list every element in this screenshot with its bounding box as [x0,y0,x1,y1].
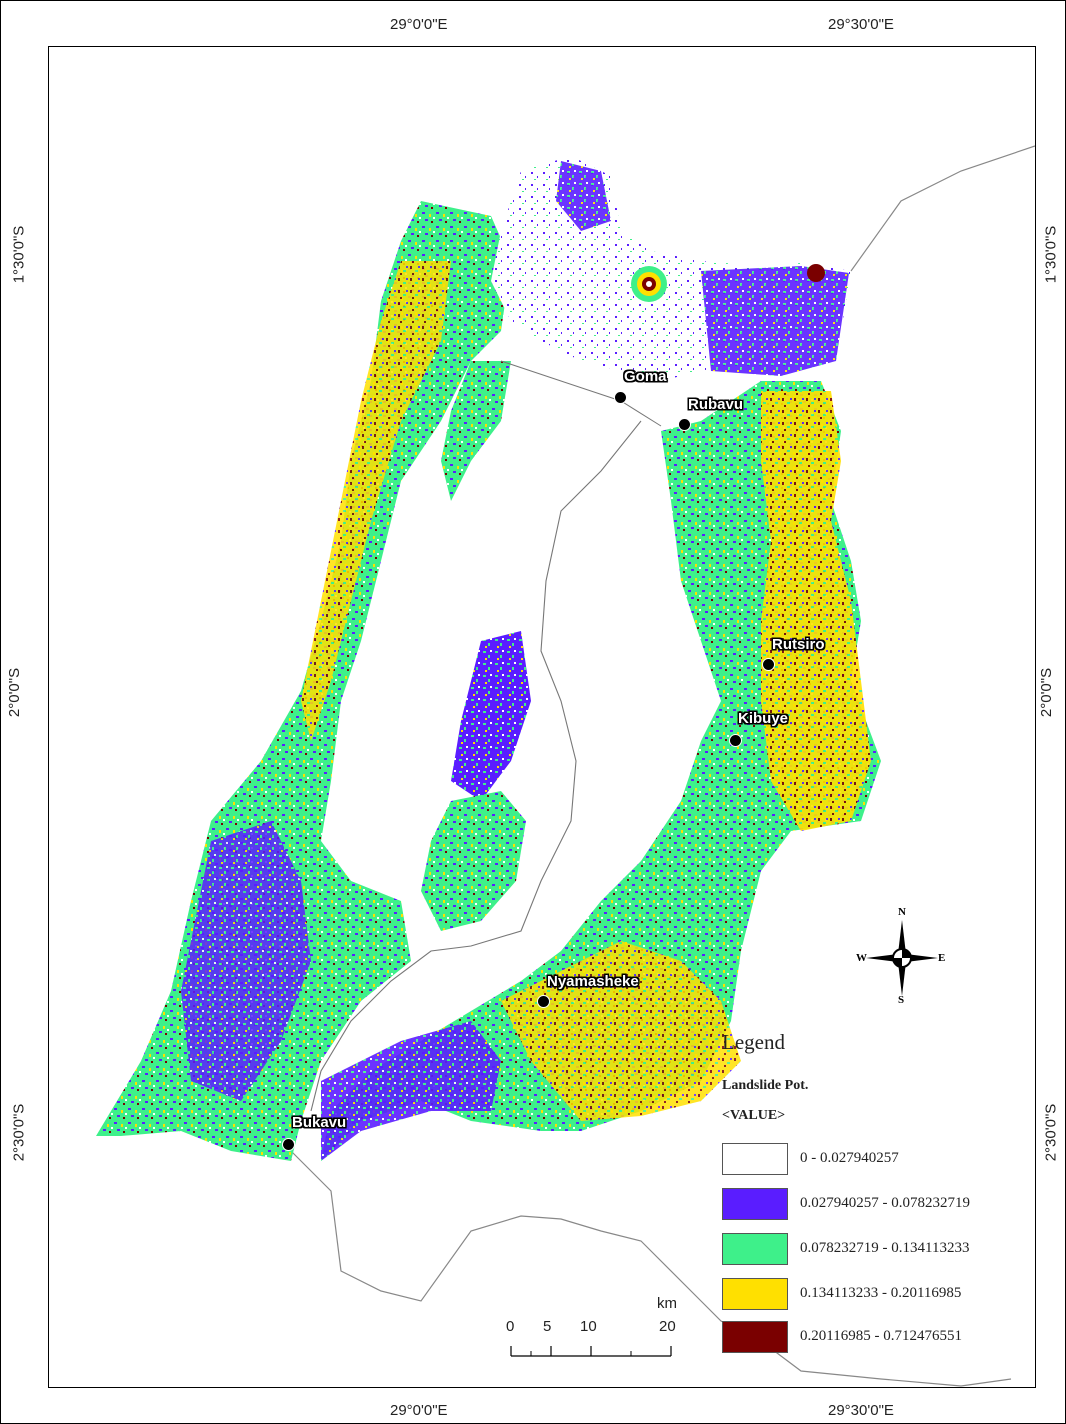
legend-label-5: 0.20116985 - 0.712476551 [800,1328,962,1344]
scale-tick-20: 20 [659,1318,676,1335]
city-dot-rutsiro [762,658,775,671]
graticule-right-2: 2°0'0"S [1038,667,1056,718]
graticule-left-2: 2°0'0"S [6,667,24,718]
legend-label-3: 0.078232719 - 0.134113233 [800,1240,970,1256]
graticule-right-1: 1°30'0"S [1042,225,1060,284]
legend-swatch-5 [722,1321,788,1353]
legend-label-1: 0 - 0.027940257 [800,1150,899,1166]
graticule-left-1: 1°30'0"S [10,225,28,284]
legend-swatch-1 [722,1143,788,1175]
city-dot-kibuye [729,734,742,747]
legend-swatch-4 [722,1278,788,1310]
scale-bar-graphic [510,1346,672,1357]
city-label-bukavu: Bukavu [292,1114,347,1131]
north-arrow: N S E W [856,906,948,1006]
city-dot-goma [614,391,627,404]
graticule-top-2: 29°30'0"E [828,16,894,33]
city-label-kibuye: Kibuye [738,710,789,727]
graticule-top-1: 29°0'0"E [390,16,448,33]
city-label-rutsiro: Rutsiro [772,636,825,653]
legend-swatch-2 [722,1188,788,1220]
scale-unit: km [657,1295,677,1312]
graticule-bottom-1: 29°0'0"E [390,1402,448,1419]
graticule-left-3: 2°30'0"S [10,1103,28,1162]
legend-field-name: <VALUE> [722,1108,786,1123]
compass-s: S [898,994,905,1006]
compass-e: E [938,952,946,964]
legend-label-4: 0.134113233 - 0.20116985 [800,1285,962,1301]
map-canvas[interactable] [48,46,1036,1388]
city-dot-nyamasheke [537,995,550,1008]
city-dot-rubavu [678,418,691,431]
legend-label-2: 0.027940257 - 0.078232719 [800,1195,970,1211]
compass-rose-icon [866,920,938,996]
scale-tick-5: 5 [543,1318,552,1335]
legend-layer-name: Landslide Pot. [722,1078,809,1093]
graticule-bottom-2: 29°30'0"E [828,1402,894,1419]
compass-n: N [898,906,906,918]
landslide-raster [96,145,1035,1387]
legend-title: Legend [722,1030,785,1054]
city-dot-bukavu [282,1138,295,1151]
city-label-nyamasheke: Nyamasheke [547,973,639,990]
scale-tick-10: 10 [580,1318,597,1335]
scale-tick-0: 0 [506,1318,515,1335]
compass-w: W [856,952,867,964]
city-label-rubavu: Rubavu [688,396,744,413]
city-label-goma: Goma [624,368,667,385]
legend-swatch-3 [722,1233,788,1265]
graticule-right-3: 2°30'0"S [1042,1103,1060,1162]
